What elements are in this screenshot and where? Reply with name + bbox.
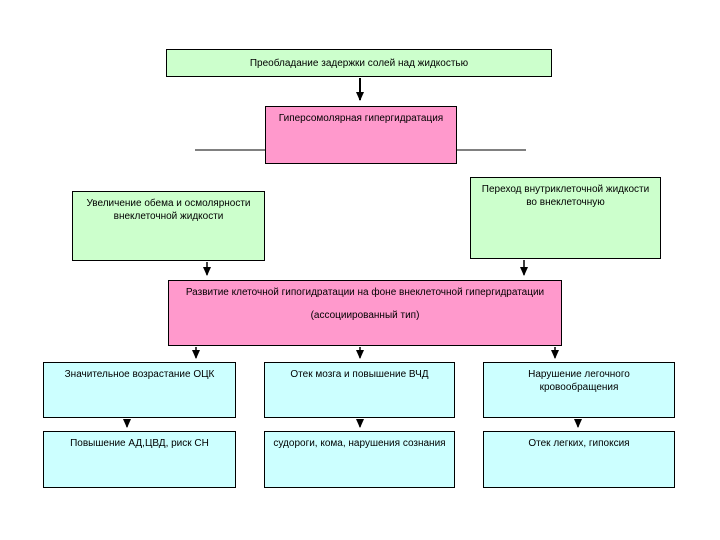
node-ecf-volume-increase: Увеличение обема и осмолярности внеклето… xyxy=(72,191,265,261)
node-pulmonary-circulation: Нарушение легочного кровообращения xyxy=(483,362,675,418)
node-hyperosmolar-hyperhydration: Гиперсомолярная гипергидратация xyxy=(265,106,457,164)
node-salt-retention-text: Преобладание задержки солей над жидкость… xyxy=(249,57,469,69)
node-icf-to-ecf-shift: Переход внутриклеточной жидкости во внек… xyxy=(470,177,661,259)
node-hyperosmolar-text: Гиперсомолярная гипергидратация xyxy=(278,113,444,124)
node-brain-edema: Отек мозга и повышение ВЧД xyxy=(264,362,455,418)
node-cell-dehydration-line1: Развитие клеточной гипогидратации на фон… xyxy=(185,287,545,298)
node-icf-line1: Переход внутриклеточной жидкости xyxy=(481,184,650,195)
node-lung-edema-text: Отек легких, гипоксия xyxy=(528,438,630,449)
node-ecf-line2: внеклеточной жидкости xyxy=(113,211,224,222)
node-bp-cvp-text: Повышение АД,ЦВД, риск СН xyxy=(70,438,209,449)
node-pulmonary-line1: Нарушение легочного xyxy=(528,369,630,380)
node-seizures-text: судороги, кома, нарушения сознания xyxy=(273,438,446,449)
node-bcc-increase: Значительное возрастание ОЦК xyxy=(43,362,236,418)
node-seizures-coma: судороги, кома, нарушения сознания xyxy=(264,431,455,488)
node-cell-dehydration: Развитие клеточной гипогидратации на фон… xyxy=(168,280,562,346)
node-cell-dehydration-line2: (ассоциированный тип) xyxy=(310,310,420,321)
node-bp-cvp-increase: Повышение АД,ЦВД, риск СН xyxy=(43,431,236,488)
node-salt-retention: Преобладание задержки солей над жидкость… xyxy=(166,49,552,77)
node-pulmonary-line2: кровообращения xyxy=(539,382,619,393)
node-lung-edema: Отек легких, гипоксия xyxy=(483,431,675,488)
node-bcc-increase-text: Значительное возрастание ОЦК xyxy=(64,369,215,380)
node-icf-line2: во внеклеточную xyxy=(526,197,605,208)
node-brain-edema-text: Отек мозга и повышение ВЧД xyxy=(290,369,429,380)
node-ecf-line1: Увеличение обема и осмолярности xyxy=(86,198,251,209)
